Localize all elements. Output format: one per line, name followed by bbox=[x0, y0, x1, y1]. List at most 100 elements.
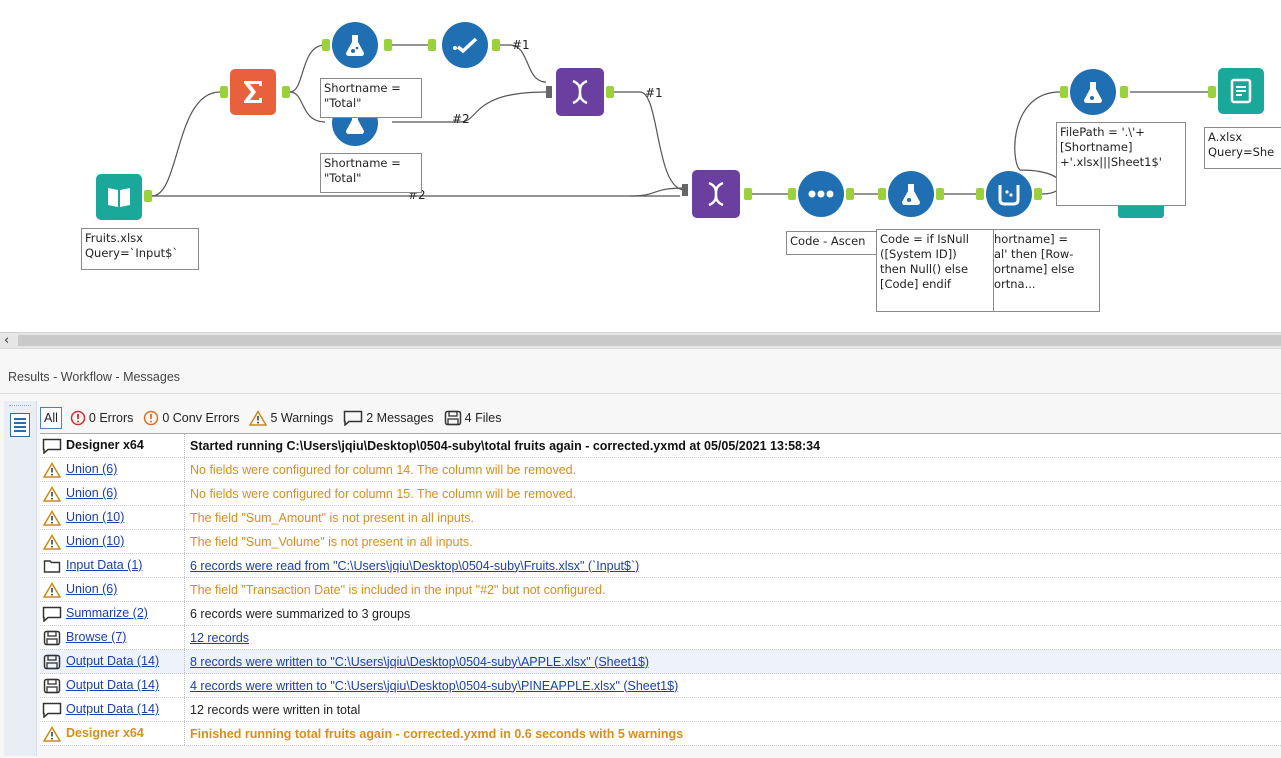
result-tool-link[interactable]: Union (6) bbox=[66, 486, 118, 500]
grip-handle[interactable] bbox=[9, 405, 31, 408]
warning-icon bbox=[40, 509, 64, 526]
message-icon bbox=[343, 410, 363, 426]
result-tool-link[interactable]: Output Data (14) bbox=[66, 702, 160, 716]
result-message-cell: The field "Sum_Amount" is not present in… bbox=[185, 511, 474, 525]
file-icon bbox=[40, 630, 64, 646]
result-message-cell: 6 records were read from "C:\Users\jqiu\… bbox=[185, 559, 639, 573]
result-tool-cell: Union (10) bbox=[64, 530, 185, 553]
filter-messages-label: 2 Messages bbox=[366, 411, 434, 425]
result-message-text[interactable]: 4 records were written to "C:\Users\jqiu… bbox=[190, 678, 679, 693]
connection-anchors bbox=[144, 39, 1216, 202]
filter-files-button[interactable]: 4 Files bbox=[442, 408, 504, 428]
scroll-left-arrow-icon[interactable]: ‹ bbox=[4, 333, 10, 348]
messages-view-icon[interactable] bbox=[10, 413, 30, 437]
canvas-horizontal-scrollbar[interactable]: ‹ bbox=[0, 332, 1281, 349]
warning-icon bbox=[40, 533, 64, 550]
result-row[interactable]: Browse (7) 12 records bbox=[40, 626, 1281, 650]
result-row[interactable]: Union (6) No fields were configured for c… bbox=[40, 458, 1281, 482]
union-tool-2[interactable] bbox=[692, 170, 740, 218]
wire-label-mid1: #1 bbox=[645, 86, 663, 100]
message-icon bbox=[40, 702, 64, 718]
filter-warnings-button[interactable]: 5 Warnings bbox=[247, 408, 335, 428]
annotation-formula-lower: Shortname = "Total" bbox=[320, 153, 422, 193]
input-data-tool[interactable] bbox=[96, 174, 142, 220]
result-row[interactable]: Output Data (14)12 records were written … bbox=[40, 698, 1281, 722]
result-tool-cell: Union (6) bbox=[64, 578, 185, 601]
result-row[interactable]: Union (6)The field "Transaction Date" is… bbox=[40, 578, 1281, 602]
filter-messages-button[interactable]: 2 Messages bbox=[341, 408, 435, 428]
results-panel: Results - Workflow - Messages All 0 Erro… bbox=[0, 348, 1281, 758]
result-tool-link[interactable]: Output Data (14) bbox=[66, 654, 160, 668]
wire-label-mid2: #2 bbox=[452, 112, 470, 126]
summarize-tool[interactable] bbox=[230, 69, 276, 115]
result-message-cell: No fields were configured for column 15.… bbox=[185, 487, 576, 501]
flask-icon bbox=[1084, 82, 1102, 103]
multi-row-formula-tool[interactable] bbox=[986, 171, 1032, 217]
result-tool-cell: Input Data (1) bbox=[64, 554, 185, 577]
result-message-text[interactable]: 6 records were read from "C:\Users\jqiu\… bbox=[190, 558, 640, 573]
result-tool-link[interactable]: Summarize (2) bbox=[66, 606, 148, 620]
check-filter-icon bbox=[453, 37, 478, 54]
result-tool-cell: Union (6) bbox=[64, 458, 185, 481]
message-icon bbox=[40, 606, 64, 622]
filter-conv-errors-label: 0 Conv Errors bbox=[162, 411, 240, 425]
result-tool-cell: Output Data (14) bbox=[64, 674, 185, 697]
sort-tool[interactable] bbox=[798, 171, 844, 217]
result-tool-link[interactable]: Browse (7) bbox=[66, 630, 127, 644]
result-message-text: Finished running total fruits again - co… bbox=[190, 726, 684, 741]
dna-icon bbox=[708, 181, 724, 207]
filter-warnings-label: 5 Warnings bbox=[270, 411, 334, 425]
result-message-text[interactable]: 12 records bbox=[190, 630, 250, 645]
union-tool-1[interactable] bbox=[556, 68, 604, 116]
formula-tool-top[interactable] bbox=[332, 22, 378, 68]
result-tool-cell: Union (6) bbox=[64, 482, 185, 505]
result-row[interactable]: Output Data (14) 4 records were written t… bbox=[40, 674, 1281, 698]
formula-tool-path[interactable] bbox=[1070, 69, 1116, 115]
connection-wires bbox=[151, 44, 1208, 197]
formula-tool-code[interactable] bbox=[888, 171, 934, 217]
result-row[interactable]: Union (10) The field "Sum_Volume" is not … bbox=[40, 530, 1281, 554]
result-message-cell: Started running C:\Users\jqiu\Desktop\05… bbox=[185, 439, 820, 453]
result-row[interactable]: Union (10) The field "Sum_Amount" is not … bbox=[40, 506, 1281, 530]
annotation-output: A.xlsx Query=She bbox=[1204, 127, 1281, 169]
filter-conv-errors-button[interactable]: 0 Conv Errors bbox=[141, 408, 241, 428]
result-tool-link[interactable]: Union (6) bbox=[66, 582, 118, 596]
result-row[interactable]: Input Data (1) 6 records were read from "… bbox=[40, 554, 1281, 578]
file-icon bbox=[444, 410, 461, 426]
warning-icon bbox=[40, 485, 64, 502]
scrollbar-thumb[interactable] bbox=[18, 335, 1281, 346]
result-message-text: No fields were configured for column 14.… bbox=[190, 462, 577, 477]
result-tool-link[interactable]: Input Data (1) bbox=[66, 558, 143, 572]
output-data-tool[interactable] bbox=[1218, 68, 1264, 114]
dots-icon bbox=[808, 190, 834, 198]
result-tool-cell: Output Data (14) bbox=[64, 650, 185, 673]
warning-icon bbox=[40, 581, 64, 598]
warning-icon bbox=[40, 725, 64, 742]
result-message-cell: No fields were configured for column 14.… bbox=[185, 463, 576, 477]
result-tool-cell: Designer x64 bbox=[64, 722, 185, 745]
result-tool-link[interactable]: Union (6) bbox=[66, 462, 118, 476]
result-message-text: Started running C:\Users\jqiu\Desktop\05… bbox=[190, 438, 821, 453]
result-row[interactable]: Union (6) No fields were configured for c… bbox=[40, 482, 1281, 506]
filter-tool[interactable] bbox=[442, 22, 488, 68]
result-row[interactable]: Summarize (2)6 records were summarized t… bbox=[40, 602, 1281, 626]
annotation-input: Fruits.xlsx Query=`Input$` bbox=[81, 228, 199, 270]
message-icon bbox=[40, 438, 64, 454]
filter-errors-button[interactable]: 0 Errors bbox=[68, 408, 135, 428]
filter-all-button[interactable]: All bbox=[40, 407, 62, 429]
flask-icon bbox=[346, 113, 364, 134]
result-row[interactable]: Output Data (14) 8 records were written t… bbox=[40, 650, 1281, 674]
result-tool-link[interactable]: Output Data (14) bbox=[66, 678, 160, 692]
workflow-canvas[interactable]: #1 #1 #2 #2 Fruits.xlsx Query=`Input$` S… bbox=[0, 0, 1281, 332]
conv-error-icon bbox=[144, 410, 159, 426]
result-tool-link[interactable]: Union (10) bbox=[66, 534, 125, 548]
folder-icon bbox=[40, 558, 64, 574]
result-message-text: The field "Sum_Volume" is not present in… bbox=[190, 534, 473, 549]
result-message-text[interactable]: 8 records were written to "C:\Users\jqiu… bbox=[190, 654, 650, 669]
result-row[interactable]: Designer x64 Finished running total fruit… bbox=[40, 722, 1281, 746]
result-message-cell: Finished running total fruits again - co… bbox=[185, 727, 683, 741]
result-message-text: No fields were configured for column 15.… bbox=[190, 486, 577, 501]
result-tool-link[interactable]: Union (10) bbox=[66, 510, 125, 524]
filter-all-label: All bbox=[44, 411, 58, 425]
